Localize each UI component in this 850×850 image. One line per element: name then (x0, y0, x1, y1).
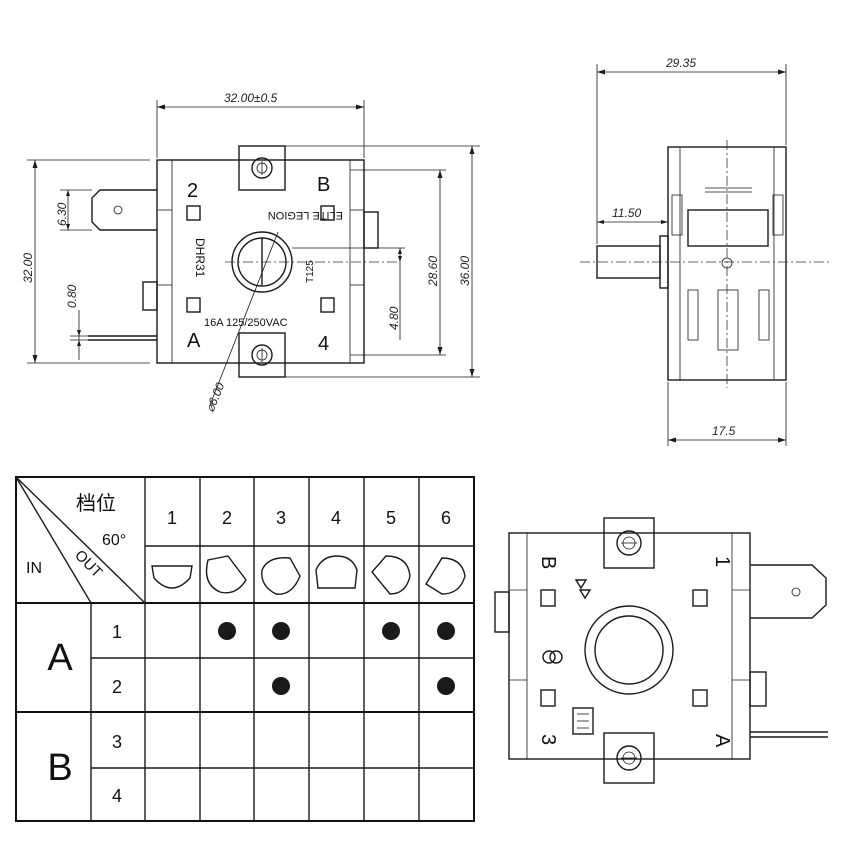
electrical-rating-text: 16A 125/250VAC (204, 317, 288, 329)
header-out-label: OUT (71, 547, 105, 581)
knob-position-6-icon (425, 557, 466, 595)
dim-pin-0-80: 0.80 (65, 284, 79, 308)
bottom-mounting-ear (238, 332, 286, 378)
dim-11-50: 11.50 (612, 206, 641, 220)
dim-height-32: 32.00 (21, 253, 35, 283)
table-frame (15, 476, 475, 822)
knob-position-2-icon (205, 555, 247, 594)
dim-tab-6-30: 6.30 (55, 202, 69, 226)
input-b-label: B (47, 747, 72, 789)
input-a-label: A (47, 637, 73, 679)
output-2-label: 2 (112, 677, 122, 697)
header-in-label: IN (26, 560, 42, 577)
position-1-label: 1 (167, 508, 177, 528)
dim-width-32: 32.00±0.5 (224, 91, 278, 105)
dim-28-60: 28.60 (426, 256, 440, 287)
terminal-label-a: A (187, 330, 201, 352)
back-label-a: A (711, 734, 733, 748)
output-4-label: 4 (112, 786, 122, 806)
output-1-label: 1 (112, 622, 122, 642)
position-4-label: 4 (331, 508, 341, 528)
position-3-label: 3 (276, 508, 286, 528)
model-text: DHR31 (193, 238, 207, 278)
back-label-b: B (537, 556, 559, 569)
header-angle-label: 60° (102, 532, 126, 549)
back-shaft-boss (584, 605, 674, 695)
dim-29-35: 29.35 (665, 56, 696, 70)
dim-17-5: 17.5 (712, 424, 736, 438)
brand-text: ELITE LEGION (268, 209, 343, 221)
back-bottom-ear (603, 732, 655, 784)
knob-position-3-icon (261, 557, 301, 595)
back-right-terminal (750, 564, 827, 619)
left-terminal (91, 189, 157, 231)
ccc-mark-icon (542, 650, 556, 664)
connection-dot-row2-pos3 (272, 677, 290, 695)
connection-dot-row1-pos6 (437, 622, 455, 640)
header-position-label: 档位 (76, 492, 116, 515)
position-2-label: 2 (222, 508, 232, 528)
top-mounting-ear (238, 145, 286, 191)
knob-position-4-icon (315, 555, 358, 589)
back-label-1: 1 (711, 556, 733, 567)
position-table: 档位 60° IN OUT 1 2 3 4 5 6 A B 1 2 3 4 (15, 476, 475, 822)
temp-rating-text: T125 (305, 260, 316, 283)
dim-4-80: 4.80 (387, 306, 401, 330)
terminal-label-4: 4 (318, 333, 329, 355)
back-top-ear (603, 517, 655, 569)
knob-position-5-icon (371, 555, 411, 595)
dim-shaft-dia: ⌀6.00 (203, 380, 228, 414)
position-5-label: 5 (386, 508, 396, 528)
connection-dot-row1-pos5 (382, 622, 400, 640)
terminal-label-2: 2 (187, 180, 198, 202)
cert-mark-icon (572, 707, 594, 735)
back-view: B 1 3 A (494, 517, 828, 784)
connection-dots (218, 622, 455, 695)
connection-dot-row1-pos2 (218, 622, 236, 640)
terminal-label-b: B (317, 174, 330, 196)
dim-36-00: 36.00 (458, 256, 472, 286)
connection-dot-row1-pos3 (272, 622, 290, 640)
back-label-3: 3 (537, 734, 559, 745)
approval-mark-icon (574, 579, 592, 600)
front-view: 2 B A 4 ELITE LEGION DHR31 T125 16A 125/… (21, 91, 480, 414)
side-view: 29.35 11.50 17.5 (580, 56, 830, 446)
connection-dot-row2-pos6 (437, 677, 455, 695)
knob-position-1-icon (151, 565, 193, 589)
position-6-label: 6 (441, 508, 451, 528)
output-3-label: 3 (112, 732, 122, 752)
